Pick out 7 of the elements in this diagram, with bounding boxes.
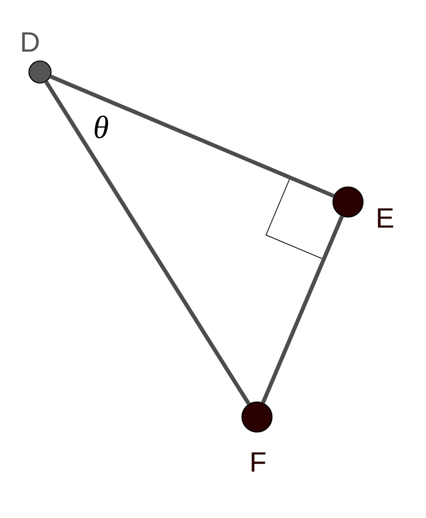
point-label: D xyxy=(22,32,39,52)
triangle-side xyxy=(261,216,344,404)
triangle-side xyxy=(44,80,250,405)
point-label: F xyxy=(252,452,266,472)
triangle-side xyxy=(50,74,334,198)
angle-label: θ xyxy=(94,116,108,138)
point-label: E xyxy=(378,208,394,228)
